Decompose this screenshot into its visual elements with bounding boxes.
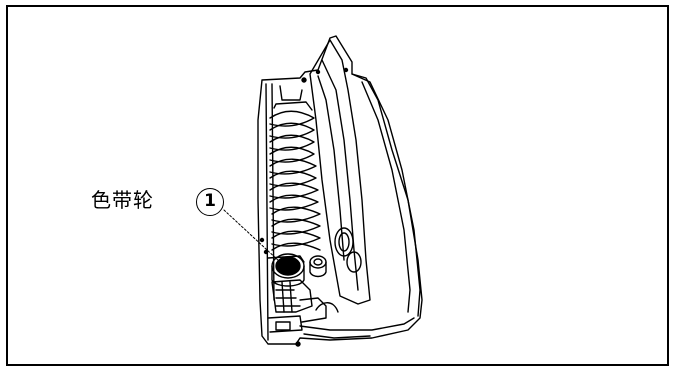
callout-circle: [196, 188, 224, 216]
housing-side-shell: [351, 73, 421, 317]
ribbon-wheel-label: 色带轮: [91, 188, 154, 212]
ribbon-wheel: [267, 253, 305, 287]
callout-number: 1: [204, 191, 216, 211]
ribbon-coil: [269, 101, 321, 251]
housing-back-wall: [265, 83, 269, 341]
cartridge-housing: [257, 35, 423, 345]
callout-leader-line: [223, 209, 281, 263]
lid-panel: [309, 39, 371, 305]
